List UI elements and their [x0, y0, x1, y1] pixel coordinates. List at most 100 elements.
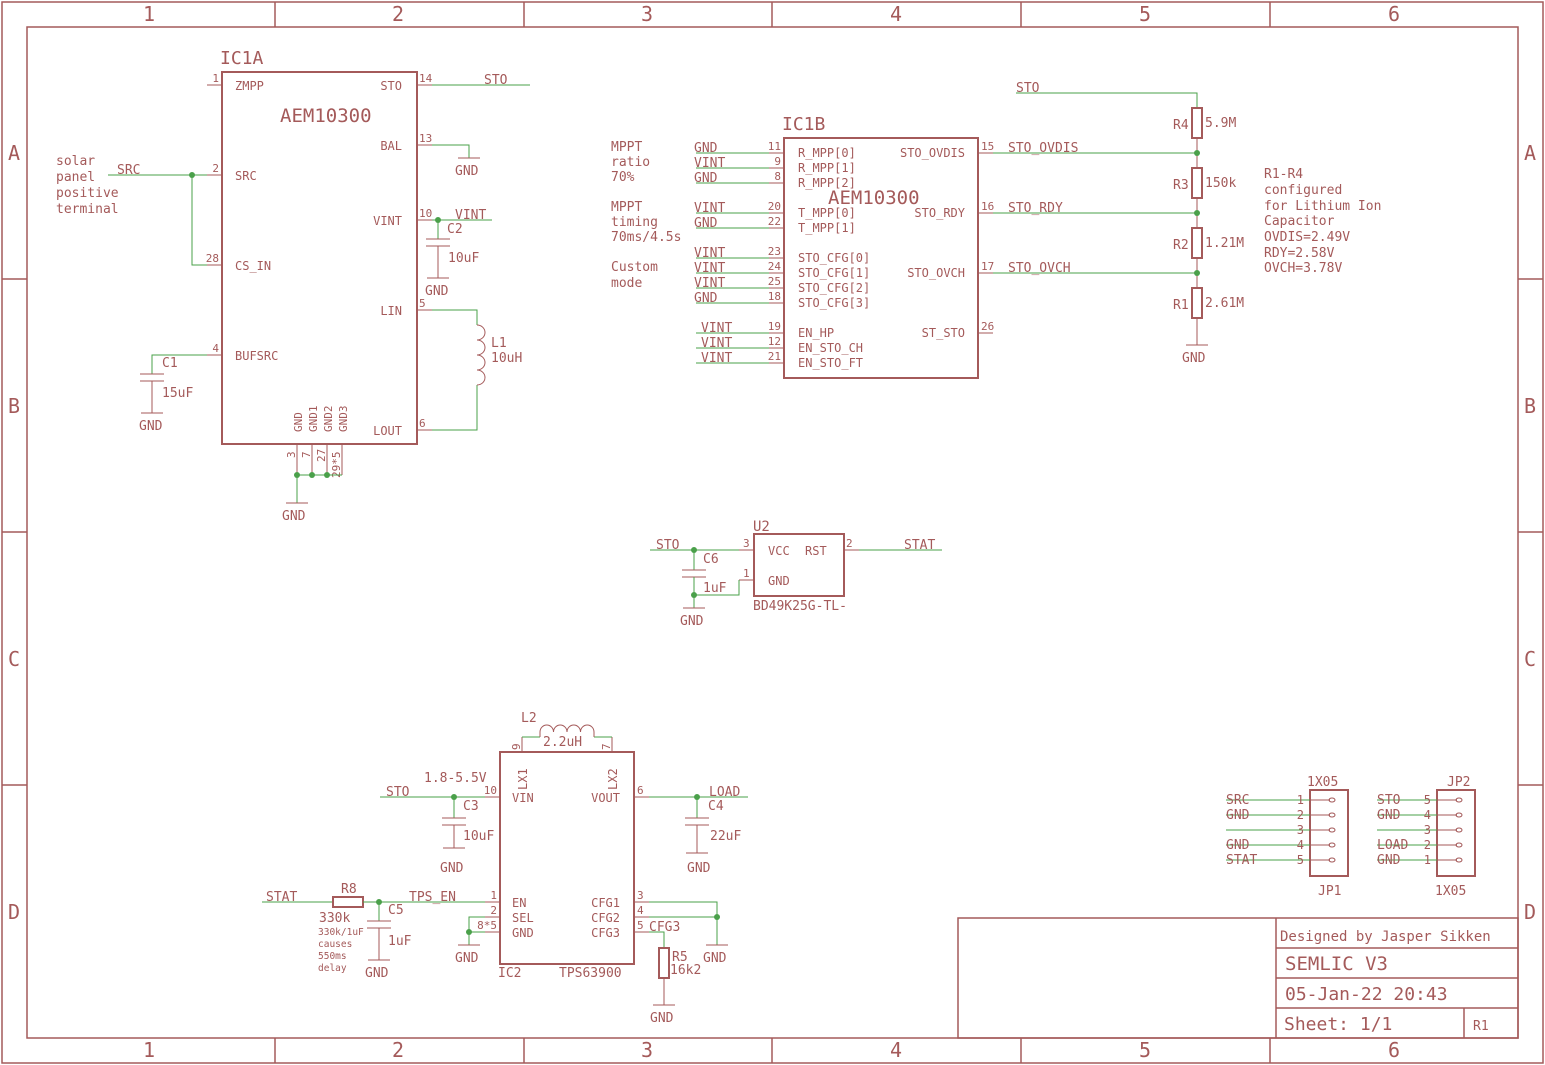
- gnd-label: GND: [440, 861, 464, 876]
- jp1-ref: JP1: [1318, 884, 1341, 899]
- pin-name: VCC: [768, 544, 790, 558]
- pin-number: 1: [490, 889, 497, 902]
- note-line: 70ms/4.5s: [611, 230, 681, 245]
- u2-symbol: U2 BD49K25G-TL- 3 2 1 VCC RST GND STO ST…: [650, 519, 942, 629]
- pin-number: 19: [768, 320, 781, 333]
- pin-name: STO_RDY: [914, 206, 965, 220]
- connector-pin-end: [1455, 842, 1463, 848]
- pin-number: 1: [1297, 793, 1304, 807]
- grid-row-label: D: [8, 900, 20, 924]
- jp2-connector: JP2 1X05: [1435, 775, 1476, 899]
- pin-name: R_MPP[0]: [798, 146, 856, 160]
- c6-ref: C6: [703, 552, 719, 567]
- pin-number: 3: [1424, 823, 1431, 837]
- sheet-number: Sheet: 1/1: [1284, 1014, 1392, 1035]
- net-label: STO_OVCH: [1008, 261, 1071, 276]
- jp1-connector: 1X05 JP1: [1307, 775, 1349, 899]
- pin-number: 13: [419, 132, 432, 145]
- net-label: STAT: [266, 890, 297, 905]
- net-label: STO: [1377, 793, 1401, 808]
- note-line: 70%: [611, 170, 635, 185]
- pin-name: STO_OVDIS: [900, 146, 965, 160]
- pin-number: 8: [774, 170, 781, 183]
- pin-number: 2: [212, 162, 219, 175]
- gnd-label: GND: [455, 164, 479, 179]
- r1-ref: R1: [1173, 298, 1189, 313]
- connector-pin-end: [1455, 827, 1463, 833]
- r8-body: [332, 896, 364, 908]
- gnd-label: GND: [680, 614, 704, 629]
- pin-name: EN_STO_CH: [798, 341, 863, 355]
- r3-body: [1191, 167, 1203, 199]
- grid-col-label: 5: [1139, 2, 1151, 26]
- pin-number: 18: [768, 290, 781, 303]
- net-label: GND: [1226, 838, 1250, 853]
- pin-name: SRC: [235, 169, 257, 183]
- pin-number: 6: [637, 784, 644, 797]
- range-note: 1.8-5.5V: [424, 771, 487, 786]
- ic1a-symbol: IC1A AEM10300 1 2 28 4 ZMPP SRC CS_IN BU…: [206, 48, 433, 478]
- gnd-label: GND: [365, 966, 389, 981]
- l1-value: 10uH: [491, 351, 522, 366]
- pin-number: 24: [768, 260, 782, 273]
- grid-col-label: 2: [392, 2, 404, 26]
- connector-pin-end: [1455, 797, 1463, 803]
- l1-ref: L1: [491, 336, 507, 351]
- r3-value: 150k: [1205, 176, 1236, 191]
- pin-number: 5: [419, 297, 426, 310]
- l2-ref: L2: [521, 711, 537, 726]
- note-line: Capacitor: [1264, 214, 1335, 229]
- ic1b-right-pins: 15 16 17 26 STO_OVDIS STO_RDY STO_OVCH S…: [900, 140, 1197, 340]
- grid-col-labels-bottom: 1 2 3 4 5 6: [143, 1038, 1400, 1062]
- net-label: GND: [694, 216, 718, 231]
- ic1a-value: AEM10300: [280, 105, 372, 127]
- pin-name: VOUT: [591, 791, 620, 805]
- pin-name: EN: [512, 896, 526, 910]
- grid-col-labels-top: 1 2 3 4 5 6: [143, 2, 1400, 26]
- jp2-ref: JP2: [1447, 775, 1470, 790]
- connector-pin-end: [1328, 857, 1336, 863]
- pin-number: 4: [212, 342, 219, 355]
- net-label: STO_OVDIS: [1008, 141, 1078, 156]
- u2-ref: U2: [753, 519, 770, 535]
- r4-body: [1191, 107, 1203, 139]
- pin-number: 2: [846, 537, 853, 550]
- pin-number: 14: [419, 72, 433, 85]
- c4-ref: C4: [708, 799, 724, 814]
- pin-number: 7: [300, 451, 313, 458]
- note-line: OVDIS=2.49V: [1264, 230, 1350, 245]
- grid-row-label: D: [1524, 900, 1536, 924]
- note-line: timing: [611, 215, 658, 230]
- pin-number: 2: [1297, 808, 1304, 822]
- net-label: SRC: [117, 163, 140, 178]
- note-line: MPPT: [611, 140, 642, 155]
- pin-number: 9: [510, 743, 523, 750]
- r5-value: 16k2: [670, 963, 701, 978]
- net-label: VINT: [694, 261, 725, 276]
- c4-value: 22uF: [710, 829, 741, 844]
- pin-name: GND2: [322, 406, 335, 433]
- title-block: Designed by Jasper Sikken SEMLIC V3 05-J…: [957, 917, 1519, 1039]
- grid-col-label: 3: [641, 1038, 653, 1062]
- pin-number: 1: [743, 567, 750, 580]
- grid-row-label: C: [1524, 647, 1536, 671]
- pin-number: 8*5: [477, 919, 497, 932]
- grid-col-label: 3: [641, 2, 653, 26]
- net-label: VINT: [455, 208, 486, 223]
- net-label: CFG3: [649, 920, 680, 935]
- ic2-ref: IC2: [498, 966, 521, 981]
- net-label: VINT: [694, 156, 725, 171]
- note-line: MPPT: [611, 200, 642, 215]
- pin-number: 17: [981, 260, 994, 273]
- grid-row-label: B: [1524, 394, 1536, 418]
- gnd-label: GND: [1182, 351, 1206, 366]
- pin-name: LOUT: [373, 424, 402, 438]
- note-line: panel: [56, 170, 95, 185]
- note-line: terminal: [56, 202, 119, 217]
- pin-number: 12: [768, 335, 781, 348]
- pin-name: GND3: [337, 406, 350, 433]
- gnd-label: GND: [455, 951, 479, 966]
- pin-number: 3: [743, 537, 750, 550]
- jp1-body: [1309, 789, 1349, 877]
- jp2-body: [1436, 789, 1476, 877]
